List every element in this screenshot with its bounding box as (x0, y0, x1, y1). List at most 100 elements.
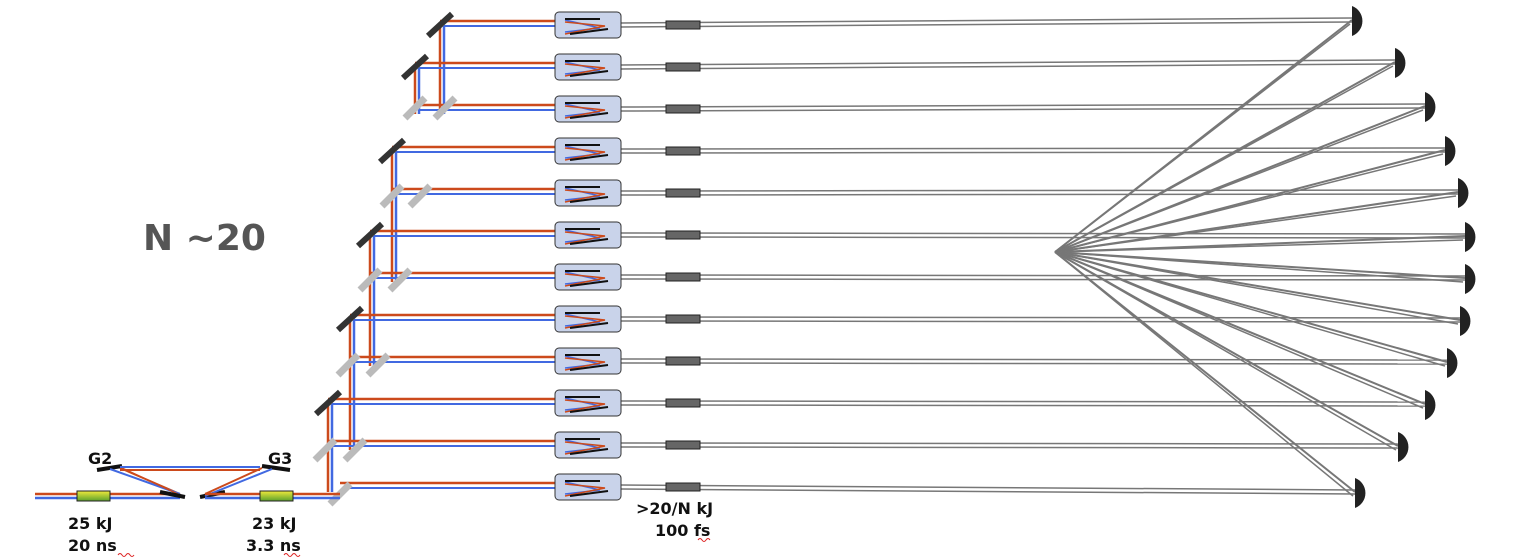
squiggle-underline (697, 538, 711, 542)
compressor-modules-layer (554, 11, 622, 501)
compressor-path-orange (564, 399, 606, 413)
focused-beam (1054, 251, 1464, 283)
focusing-mirror (1352, 6, 1363, 36)
grating-g2-lower (159, 490, 186, 499)
compressor-grating (569, 28, 609, 35)
compressor-path-orange (564, 147, 606, 161)
output-fiber (620, 400, 1426, 403)
fiber-connector (665, 62, 701, 72)
compressor-grating (569, 364, 609, 371)
compressor-grating (569, 112, 609, 119)
focused-beam (1054, 65, 1394, 253)
output-fiber (620, 236, 1466, 239)
compressor-grating (569, 238, 609, 245)
grating-g3 (261, 464, 291, 472)
focused-beam (1054, 251, 1354, 497)
turning-mirror (400, 53, 430, 81)
fiber-connector (665, 272, 701, 282)
focusing-mirror (1425, 92, 1436, 122)
focused-beam (1054, 239, 1464, 253)
compressor-grating (569, 154, 609, 161)
mid-duration-label: 3.3 ns (246, 536, 301, 555)
focusing-mirror (1460, 306, 1471, 336)
output-fibers-layer (620, 17, 1466, 497)
beam-splitter (407, 183, 433, 209)
fiber-connector (665, 356, 701, 366)
beam-splitter (365, 352, 391, 378)
output-fiber (620, 442, 1399, 445)
output-fiber (620, 484, 1356, 491)
output-fiber (620, 316, 1461, 319)
fiber-connector (665, 104, 701, 114)
beam-splitter (432, 95, 458, 121)
output-fiber (620, 147, 1446, 150)
output-fiber (620, 151, 1446, 154)
amplifier-rod-1 (76, 490, 111, 502)
optics-layer (312, 6, 1476, 508)
grating-g2-label: G2 (88, 449, 112, 468)
focusing-mirror (1465, 264, 1476, 294)
turning-mirror (313, 389, 343, 417)
grating-g3-label: G3 (268, 449, 292, 468)
beam-splitter (387, 267, 413, 293)
compressor-path-orange (564, 483, 606, 497)
focusing-mirror (1458, 178, 1469, 208)
output-fiber (620, 362, 1448, 365)
output-fiber (620, 274, 1466, 277)
output-fiber (620, 63, 1396, 70)
compressor-grating (569, 490, 609, 497)
output-fiber (620, 193, 1459, 196)
output-fiber (620, 488, 1356, 495)
focusing-mirror (1395, 48, 1406, 78)
turning-mirror (377, 137, 407, 165)
compressor-grating (569, 322, 609, 329)
focused-beam (1054, 251, 1397, 451)
focusing-mirror (1465, 222, 1476, 252)
compressor-path-orange (564, 315, 606, 329)
compressor-grating (569, 70, 609, 77)
beam-splitter (312, 437, 338, 463)
compressor-path-orange (564, 189, 606, 203)
output-fiber (620, 107, 1426, 112)
focused-beam (1054, 195, 1457, 253)
squiggle-underline (283, 553, 301, 557)
output-fiber (620, 278, 1466, 281)
output-fiber (620, 404, 1426, 407)
focused-beam (1054, 109, 1424, 253)
input-section (35, 464, 340, 502)
compressor-path-orange (564, 441, 606, 455)
turning-mirror (335, 305, 365, 333)
channel-count-label: N ~20 (143, 218, 266, 259)
output-fiber (620, 232, 1466, 235)
output-fiber (620, 17, 1353, 24)
focusing-mirror (1425, 390, 1436, 420)
beam-splitter (335, 352, 361, 378)
fiber-connector (665, 146, 701, 156)
output-fiber (620, 446, 1399, 449)
beam-splitter (402, 95, 428, 121)
beam-splitter (342, 437, 368, 463)
output-fiber (620, 59, 1396, 66)
compressor-path-orange (564, 63, 606, 77)
turning-mirror (355, 221, 385, 249)
beam-splitter (379, 183, 405, 209)
focused-beam (1054, 251, 1424, 409)
amplifier-rod-2 (259, 490, 294, 502)
beam-splitter (357, 267, 383, 293)
fiber-connector (665, 188, 701, 198)
fiber-connector (665, 314, 701, 324)
input-duration-label: 20 ns (68, 536, 117, 555)
input-energy-label: 25 kJ (68, 514, 112, 533)
compressor-path-orange (564, 231, 606, 245)
fiber-connector (665, 398, 701, 408)
focusing-mirror (1447, 348, 1458, 378)
focused-beam (1054, 251, 1459, 325)
output-fiber (620, 320, 1461, 323)
compressor-path-orange (564, 105, 606, 119)
output-fiber (620, 21, 1353, 28)
compressor-path-orange (564, 273, 606, 287)
squiggle-underline (117, 553, 135, 557)
grating-g2 (96, 464, 123, 472)
fiber-connector (665, 440, 701, 450)
